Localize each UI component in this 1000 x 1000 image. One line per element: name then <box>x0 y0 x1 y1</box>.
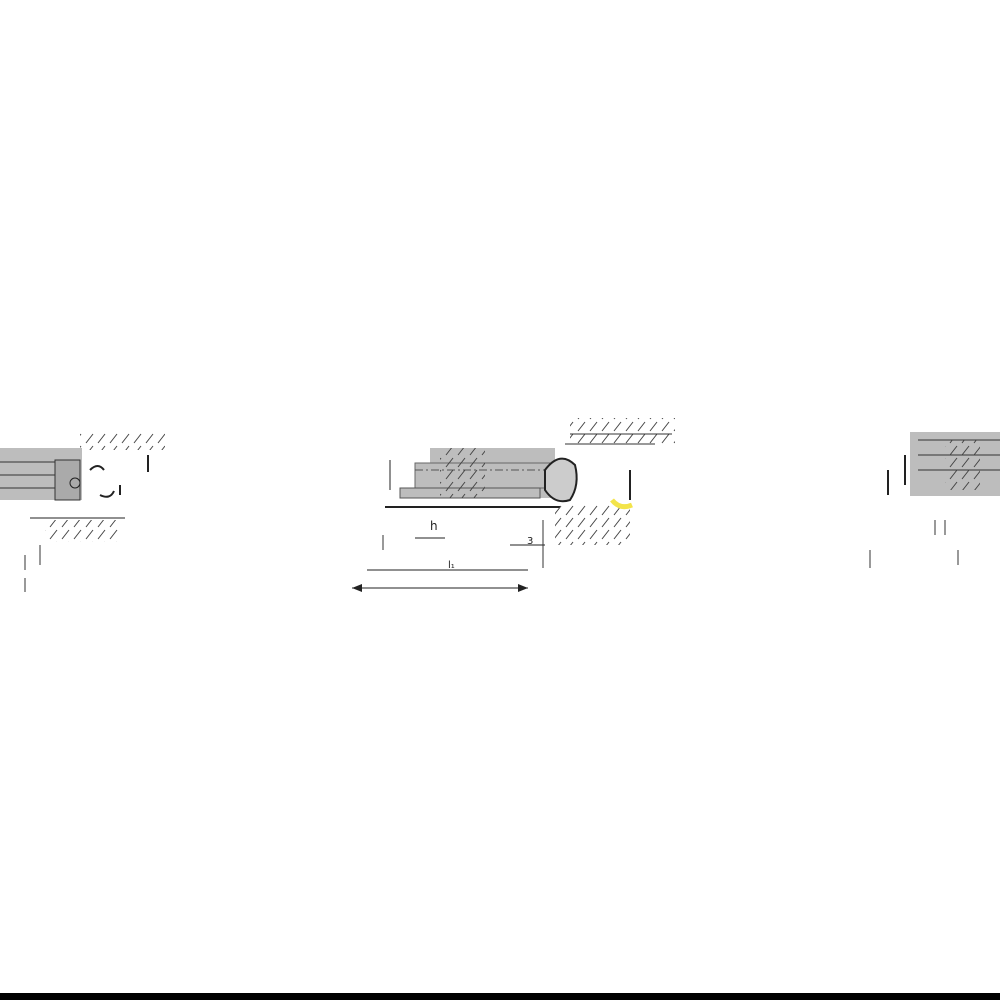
highlight-mark <box>610 498 633 510</box>
dim-l1-label: l₁ <box>448 560 455 571</box>
dim-h-label: h <box>430 519 438 533</box>
left-detail-view <box>0 432 165 592</box>
right-detail-view <box>869 432 1000 568</box>
bottom-black-bar <box>0 993 1000 1000</box>
dim-a3-label: 3 <box>527 536 533 547</box>
center-section-view: h 3 l₁ <box>352 418 675 592</box>
